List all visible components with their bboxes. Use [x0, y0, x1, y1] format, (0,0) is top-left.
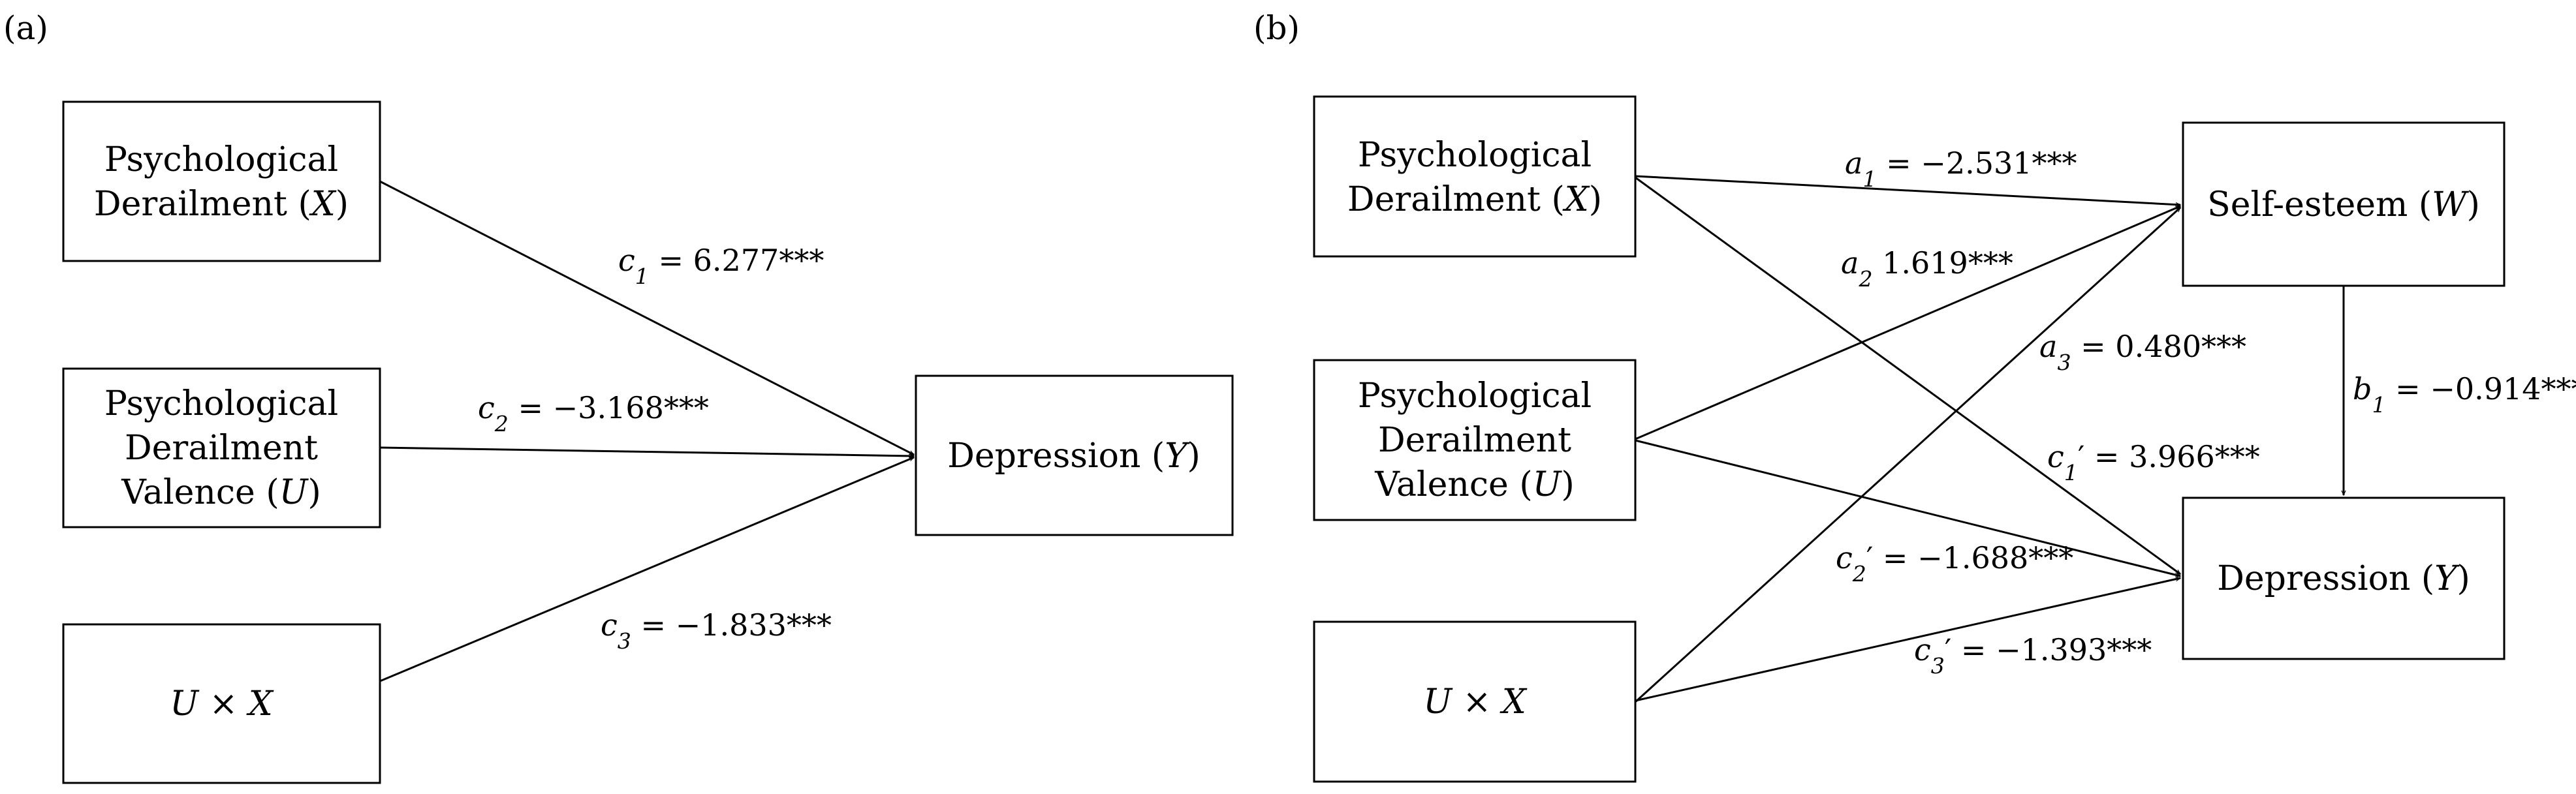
edge-c3prime-interaction-to-depression [1635, 578, 2180, 702]
edge-label-c2-prime: c2′ = −1.688*** [1836, 540, 2073, 587]
edge-a3-interaction-to-self-esteem [1634, 206, 2182, 703]
panel-a-label: (a) [3, 9, 48, 47]
edge-label-a2: a2 1.619*** [1841, 245, 2013, 292]
node-label: U × X [170, 684, 274, 724]
edge-c1prime-x-to-depression [1635, 176, 2180, 575]
edge-label-c1-prime: c1′ = 3.966*** [2047, 439, 2260, 485]
panel-b-label: (b) [1253, 9, 1300, 47]
node-label: Self-esteem (W) [2207, 185, 2480, 224]
node-label: U × X [1423, 682, 1527, 722]
node-label: Depression (Y) [947, 436, 1201, 476]
node-interaction-u-x: U × X [62, 623, 381, 784]
edge-label-b1: b1 = −0.914*** [2353, 371, 2576, 418]
edge-label-c2: c2 = −3.168*** [478, 390, 709, 436]
edge-a2-valence-to-self-esteem [1635, 205, 2180, 440]
edge-c2-valence-to-depression [379, 446, 914, 456]
edge-c1-x-to-depression [379, 180, 914, 456]
edge-label-c3-prime: c3′ = −1.393*** [1914, 632, 2152, 679]
node-depression-y: Depression (Y) [2182, 496, 2505, 660]
node-label: Depression (Y) [2217, 559, 2470, 598]
edge-c3-interaction-to-depression [379, 456, 914, 682]
edge-label-c3: c3 = −1.833*** [601, 607, 832, 654]
edge-a1-x-to-self-esteem [1635, 175, 2180, 205]
node-depression-y: Depression (Y) [915, 374, 1234, 536]
edge-label-a1: a1 = −2.531*** [1845, 145, 2077, 192]
edge-label-a3: a3 = 0.480*** [2039, 329, 2246, 375]
edge-label-c1: c1 = 6.277*** [618, 243, 824, 289]
node-interaction-u-x: U × X [1313, 620, 1637, 783]
node-self-esteem-w: Self-esteem (W) [2182, 121, 2505, 287]
edge-c2prime-valence-to-depression [1635, 439, 2180, 576]
